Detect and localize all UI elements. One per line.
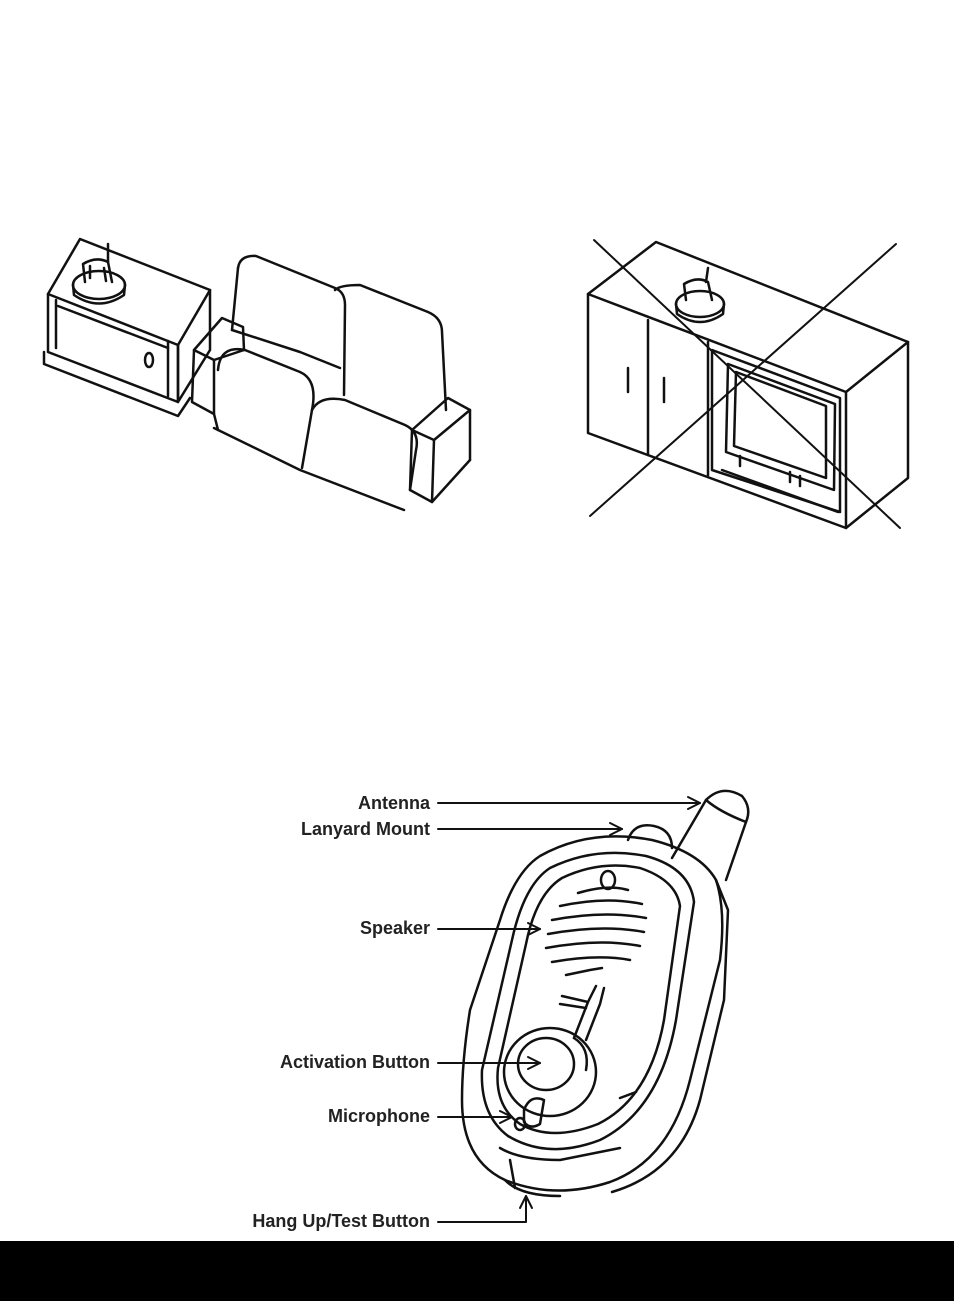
antenna-label: Antenna — [358, 793, 430, 813]
activation-button-part — [504, 1028, 596, 1116]
pendant-device — [462, 791, 748, 1196]
device-illustration — [0, 0, 954, 1241]
speaker-part — [546, 871, 646, 1040]
speaker-label: Speaker — [360, 918, 430, 938]
hang-up-test-button-arrow — [438, 1196, 526, 1222]
lanyard-mount-label: Lanyard Mount — [301, 819, 430, 839]
hang-up-test-button-label: Hang Up/Test Button — [252, 1211, 430, 1231]
microphone-label: Microphone — [328, 1106, 430, 1126]
antenna-part — [672, 791, 748, 880]
footer-bar — [0, 1241, 954, 1301]
activation-button-label: Activation Button — [280, 1052, 430, 1072]
